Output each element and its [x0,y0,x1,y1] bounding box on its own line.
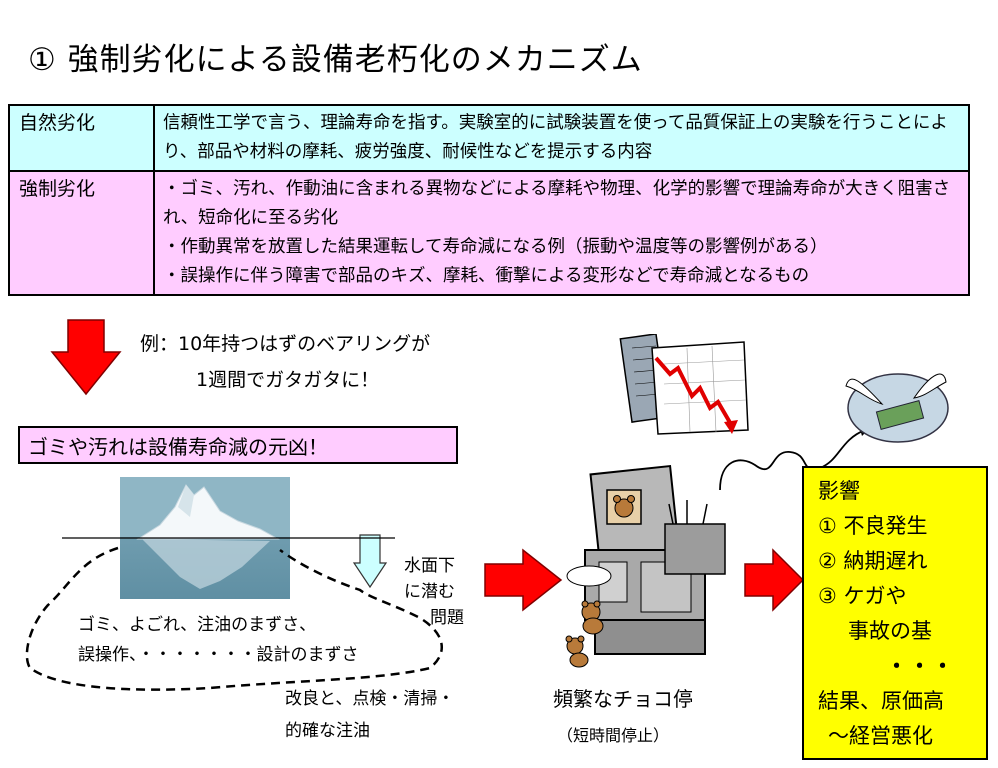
impact-result: ～経営悪化 [828,724,933,748]
forced-degradation-row: 強制劣化 ・ゴミ、汚れ、作動油に含まれる異物などによる摩耗や物理、化学的影響で理… [8,170,970,296]
hidden-problems: ゴミ、よごれ、注油のまずさ、 誤操作、・・・・・・・設計のまずさ [78,610,359,670]
problem-line: 誤操作、・・・・・・・設計のまずさ [78,645,359,665]
impact-result: 結果、原価高 [818,689,944,713]
broken-machine-image [565,464,726,668]
forced-degradation-label: 強制劣化 [8,170,155,296]
forced-degradation-text: ・ゴミ、汚れ、作動油に含まれる異物などによる摩耗や物理、化学的影響で理論寿命が大… [153,170,970,296]
forced-item: ・作動異常を放置した結果運転して寿命減になる例（振動や温度等の影響例がある） [163,237,828,257]
right-arrow-icon [744,548,805,612]
choko-stop-subcaption: （短時間停止） [557,726,670,745]
impact-item: ② 納期遅れ [818,549,928,573]
impact-item: ① 不良発生 [818,514,928,538]
down-arrow-icon [50,319,122,396]
right-arrow-icon [484,548,563,612]
falling-chart-image [619,334,749,435]
impact-item-continued: 事故の基 [848,619,932,643]
callout-box: ゴミや汚れは設備寿命減の元凶！ [18,426,458,464]
problem-line: ゴミ、よごれ、注油のまずさ、 [78,615,317,635]
remedy-text: 改良と、点検・清掃・ 的確な注油 [285,683,454,747]
connector-curve [719,373,949,491]
remedy-line: 的確な注油 [285,721,370,741]
impact-heading: 影響 [818,479,860,503]
underwater-line: 問題 [430,608,464,628]
choko-stop-caption: 頻繁なチョコ停 [553,687,693,711]
forced-item: ・ゴミ、汚れ、作動油に含まれる異物などによる摩耗や物理、化学的影響で理論寿命が大… [163,179,951,228]
iceberg-image [120,477,290,599]
forced-item: ・誤操作に伴う障害で部品のキズ、摩耗、衝撃による変形などで寿命減となるもの [163,266,810,286]
impact-box: 影響 ① 不良発生 ② 納期遅れ ③ ケガや 事故の基 ・・・ 結果、原価高 ～… [802,466,988,760]
example-text: 例：10年持つはずのベアリングが 1週間でガタガタに！ [140,326,430,398]
natural-degradation-text: 信頼性工学で言う、理論寿命を指す。実験室的に試験装置を使って品質保証上の実験を行… [153,104,970,172]
underwater-line: に潜む [404,582,455,602]
natural-degradation-label: 自然劣化 [8,104,155,172]
remedy-line: 改良と、点検・清掃・ [285,689,455,709]
impact-item: ③ ケガや [818,584,907,608]
page-title: ① 強制劣化による設備老朽化のメカニズム [28,42,643,78]
example-line: 例：10年持つはずのベアリングが [140,333,431,355]
underwater-label: 水面下 に潜む 問題 [404,553,464,631]
degradation-table: 自然劣化 信頼性工学で言う、理論寿命を指す。実験室的に試験装置を使って品質保証上… [8,104,970,296]
down-arrow-icon [352,534,388,589]
natural-degradation-row: 自然劣化 信頼性工学で言う、理論寿命を指す。実験室的に試験装置を使って品質保証上… [8,104,970,172]
example-line: 1週間でガタガタに！ [196,369,380,391]
impact-ellipsis: ・・・ [886,654,955,678]
underwater-line: 水面下 [404,556,455,576]
